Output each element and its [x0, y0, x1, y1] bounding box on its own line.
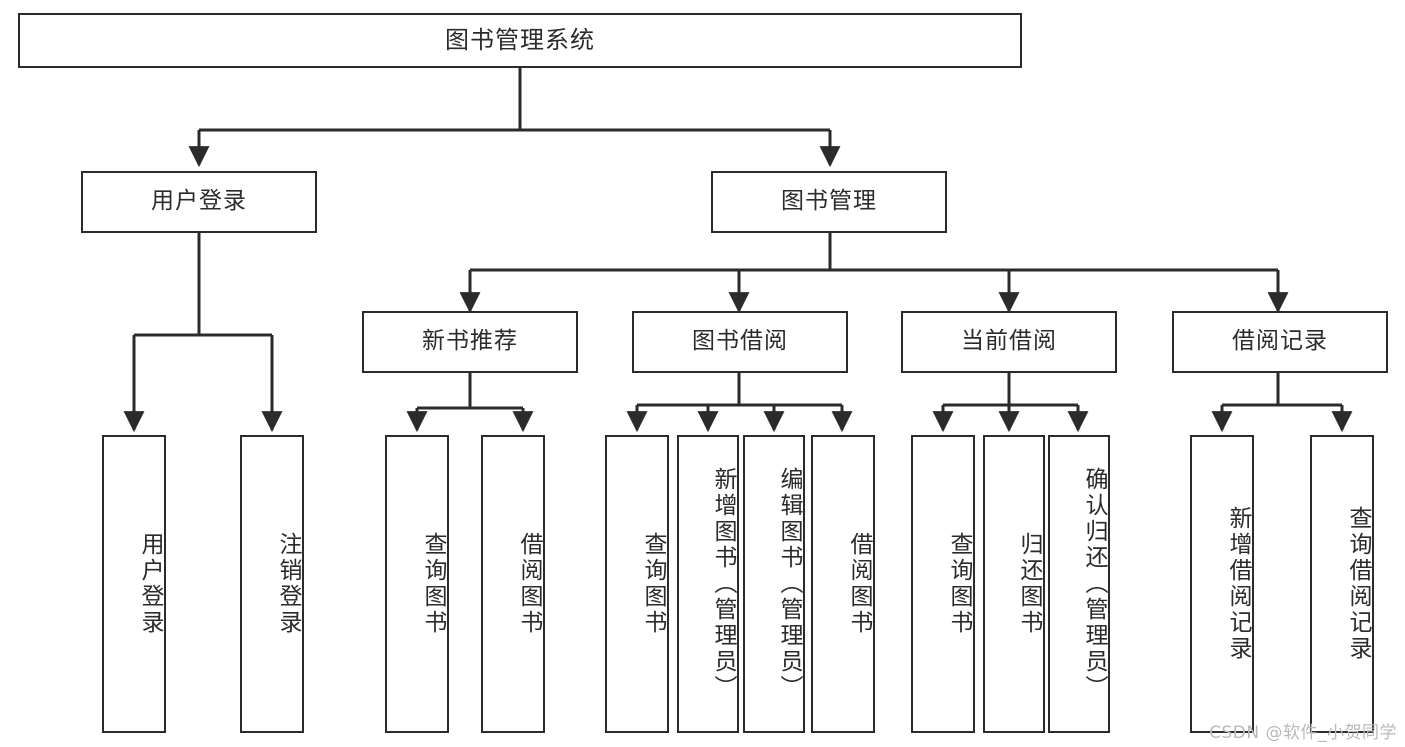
node-leaf-query-book-2-label: 查询图书: [640, 532, 666, 636]
node-leaf-user-login-label: 用户登录: [137, 532, 163, 636]
node-new-book-recommend[interactable]: 新书推荐: [362, 311, 578, 373]
node-leaf-query-record-label: 查询借阅记录: [1345, 506, 1371, 662]
csdn-watermark: CSDN @软件_小贺同学: [1209, 723, 1397, 743]
node-leaf-add-book-label: 新增图书（管理员）: [710, 467, 736, 701]
node-leaf-borrow-book-1-label: 借阅图书: [516, 532, 542, 636]
node-leaf-return-book-label: 归还图书: [1016, 532, 1042, 636]
node-current-borrow[interactable]: 当前借阅: [901, 311, 1117, 373]
node-leaf-query-book-2[interactable]: 查询图书: [605, 435, 669, 733]
node-leaf-query-book-1-label: 查询图书: [420, 532, 446, 636]
node-leaf-edit-book-label: 编辑图书（管理员）: [776, 467, 802, 701]
node-leaf-user-login[interactable]: 用户登录: [102, 435, 166, 733]
node-leaf-borrow-book-1[interactable]: 借阅图书: [481, 435, 545, 733]
node-leaf-logout-login-label: 注销登录: [275, 532, 301, 636]
node-leaf-edit-book[interactable]: 编辑图书（管理员）: [743, 435, 805, 733]
node-leaf-add-record[interactable]: 新增借阅记录: [1190, 435, 1254, 733]
node-leaf-add-record-label: 新增借阅记录: [1225, 506, 1251, 662]
node-leaf-confirm-return[interactable]: 确认归还（管理员）: [1048, 435, 1110, 733]
node-leaf-confirm-return-label: 确认归还（管理员）: [1081, 467, 1107, 701]
node-leaf-borrow-book-2-label: 借阅图书: [846, 532, 872, 636]
node-book-manage[interactable]: 图书管理: [711, 171, 947, 233]
node-book-borrow[interactable]: 图书借阅: [632, 311, 848, 373]
node-user-login[interactable]: 用户登录: [81, 171, 317, 233]
node-leaf-add-book[interactable]: 新增图书（管理员）: [677, 435, 739, 733]
node-leaf-query-book-3-label: 查询图书: [946, 532, 972, 636]
node-root-book-management-system[interactable]: 图书管理系统: [18, 13, 1022, 68]
node-leaf-borrow-book-2[interactable]: 借阅图书: [811, 435, 875, 733]
node-leaf-query-book-3[interactable]: 查询图书: [911, 435, 975, 733]
node-leaf-return-book[interactable]: 归还图书: [983, 435, 1045, 733]
node-leaf-query-book-1[interactable]: 查询图书: [385, 435, 449, 733]
node-leaf-logout-login[interactable]: 注销登录: [240, 435, 304, 733]
node-leaf-query-record[interactable]: 查询借阅记录: [1310, 435, 1374, 733]
node-borrow-record[interactable]: 借阅记录: [1172, 311, 1388, 373]
